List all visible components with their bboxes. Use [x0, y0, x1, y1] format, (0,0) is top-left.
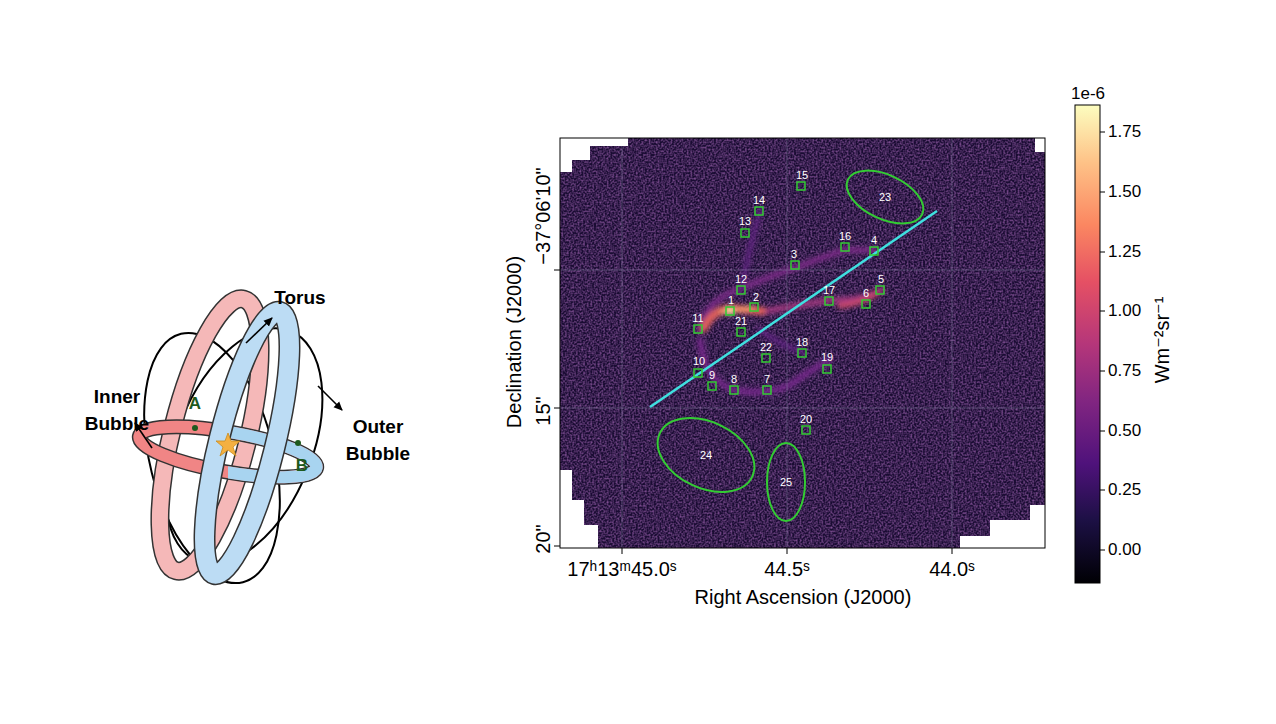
callout-number: 5 — [878, 273, 884, 286]
callout-number: 12 — [735, 273, 747, 286]
callout-number: 11 — [692, 312, 703, 325]
callout-number: 19 — [821, 351, 833, 364]
callout-number: 22 — [760, 341, 772, 354]
callout-number: 21 — [735, 315, 747, 328]
callout-number: 7 — [764, 373, 770, 386]
colorbar-tick: 1.25 — [1108, 242, 1141, 262]
colorbar-tick: 0.00 — [1108, 540, 1141, 560]
region-number: 23 — [879, 191, 891, 203]
emission-map — [554, 138, 1045, 554]
colorbar-exponent: 1e-6 — [1071, 84, 1105, 104]
colorbar-tick: 1.00 — [1108, 301, 1141, 321]
point-label: B — [296, 456, 308, 476]
tick-label: −37°06'10" — [532, 167, 555, 264]
callout-number: 4 — [871, 234, 877, 247]
tick-label: 20" — [532, 524, 555, 553]
callout-number: 18 — [796, 336, 808, 349]
colorbar-tick: 1.50 — [1108, 182, 1141, 202]
tick-label: 15" — [532, 396, 555, 425]
callout-number: 10 — [693, 355, 705, 368]
region-number: 24 — [700, 449, 712, 461]
colorbar — [1075, 105, 1105, 583]
axis-title: Declination (J2000) — [503, 256, 526, 428]
colorbar-tick: 0.50 — [1108, 421, 1141, 441]
part-name: Outer Bubble — [336, 414, 420, 467]
callout-number: 3 — [791, 248, 797, 261]
bubble-schematic — [121, 290, 354, 597]
point-label: A — [189, 394, 201, 414]
axis-title: Right Ascension (J2000) — [695, 586, 912, 609]
callout-number: 9 — [709, 369, 715, 382]
region-ellipse: 23 — [844, 175, 926, 219]
part-name: Inner Bubble — [75, 384, 159, 437]
colorbar-unit: Wm⁻²sr⁻¹ — [1151, 297, 1174, 384]
callout-number: 6 — [863, 287, 869, 300]
tick-label: 17ʰ13ᵐ45.0ˢ — [567, 558, 676, 581]
colorbar-tick: 1.75 — [1108, 122, 1141, 142]
colorbar-tick: 0.25 — [1108, 480, 1141, 500]
callout-number: 13 — [739, 215, 751, 228]
region-number: 25 — [780, 476, 792, 488]
tick-label: 44.5ˢ — [764, 558, 810, 581]
callout-number: 1 — [728, 294, 734, 307]
region-ellipse: 25 — [767, 443, 805, 521]
callout-number: 15 — [796, 169, 808, 182]
tick-label: 44.0ˢ — [929, 558, 975, 581]
callout-number: 14 — [753, 194, 765, 207]
callout-number: 16 — [839, 230, 851, 243]
colorbar-tick: 0.75 — [1108, 361, 1141, 381]
callout-number: 17 — [823, 284, 835, 297]
callout-number: 20 — [800, 413, 812, 426]
region-ellipse: 24 — [655, 422, 757, 488]
callout-number: 2 — [753, 291, 759, 304]
part-name: Torus — [274, 287, 325, 309]
callout-number: 8 — [731, 373, 737, 386]
